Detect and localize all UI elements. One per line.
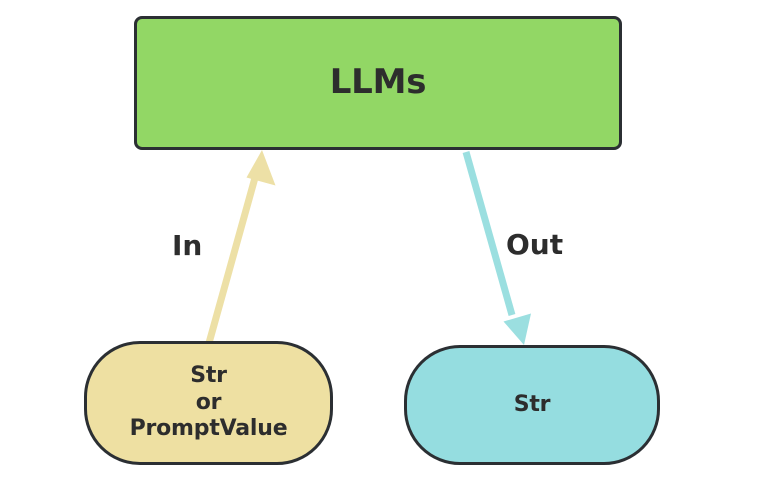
node-input-label: Str or PromptValue: [129, 362, 288, 442]
edge-out-arrow: [462, 151, 531, 345]
edge-in-arrow: [205, 150, 276, 344]
edge-label-out: Out: [506, 228, 564, 261]
node-output-str[interactable]: Str: [404, 345, 660, 465]
node-llms-label: LLMs: [329, 62, 427, 103]
edge-label-in: In: [172, 229, 203, 262]
node-llms[interactable]: LLMs: [134, 16, 622, 150]
node-input-str-or-promptvalue[interactable]: Str or PromptValue: [84, 341, 333, 465]
node-output-label: Str: [513, 391, 551, 417]
